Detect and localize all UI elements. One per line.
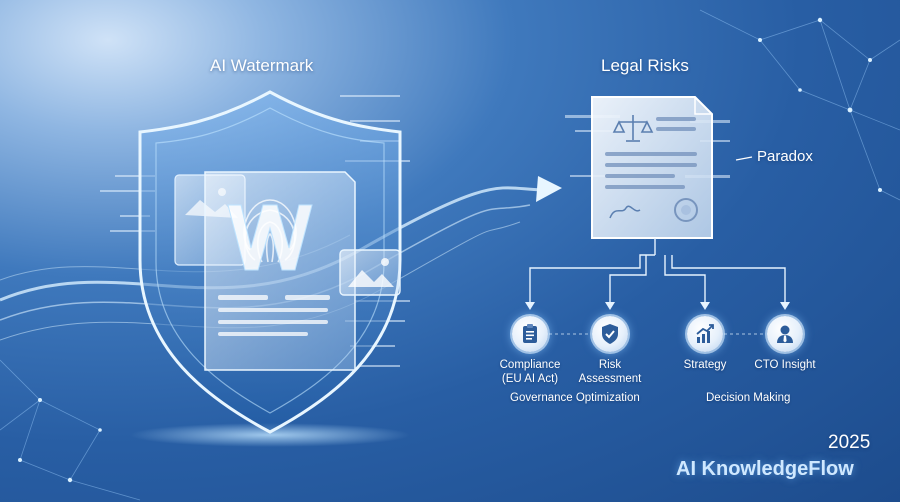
connector-tree xyxy=(529,238,786,305)
brand-logo-text: AI KnowledgeFlow xyxy=(676,458,854,480)
shield-platform-glow xyxy=(130,423,410,447)
signature-mark xyxy=(609,205,641,219)
compliance-node xyxy=(512,316,548,352)
footer-year: 2025 xyxy=(828,432,871,453)
executive-icon xyxy=(777,325,793,343)
strategy-node xyxy=(687,316,723,352)
governance-group-label: Governance Optimization xyxy=(510,392,640,404)
growth-chart-icon xyxy=(696,324,714,343)
right-title: Legal Risks xyxy=(601,56,689,75)
decision-group-label: Decision Making xyxy=(706,392,791,404)
risk-assessment-label: Risk Assessment xyxy=(578,359,642,385)
scales-of-justice-icon xyxy=(612,115,654,142)
strategy-label: Strategy xyxy=(683,359,727,371)
paradox-label: Paradox xyxy=(757,148,813,165)
risk-assessment-node xyxy=(592,316,628,352)
shield-check-icon xyxy=(602,324,618,344)
flow-arrow-head xyxy=(536,176,562,202)
image-card xyxy=(339,249,401,296)
compliance-label: Compliance (EU AI Act) xyxy=(499,359,561,385)
network-lines xyxy=(0,9,900,501)
clipboard-icon xyxy=(523,324,537,343)
network-nodes xyxy=(18,17,882,483)
cto-insight-node xyxy=(767,316,803,352)
watermark-w-logo xyxy=(227,204,313,271)
cto-insight-label: CTO Insight xyxy=(754,359,816,371)
seal-stamp xyxy=(674,198,698,222)
left-title: AI Watermark xyxy=(210,56,314,75)
